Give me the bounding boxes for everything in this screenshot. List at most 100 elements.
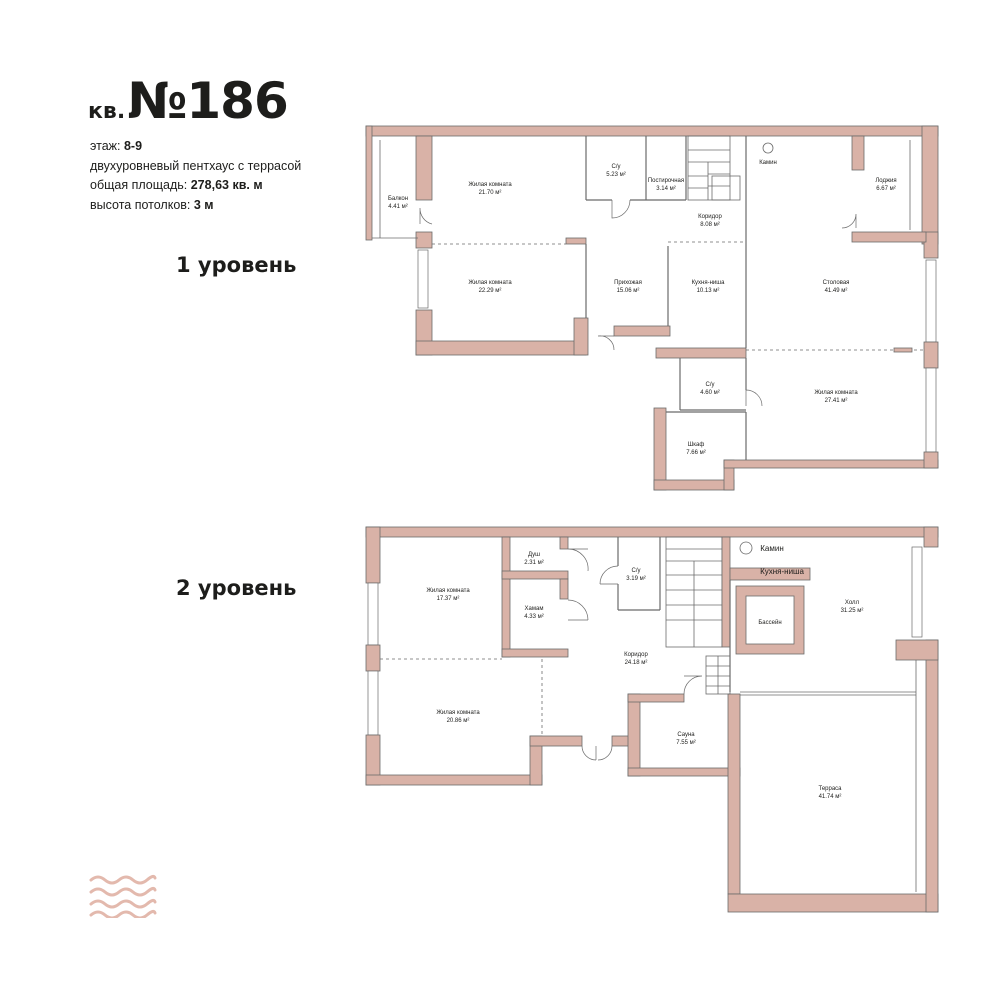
l2-living2-name: Жилая комната — [436, 710, 480, 716]
l1-right-window-1 — [925, 259, 937, 343]
l1-living1-area: 21.70 м² — [479, 190, 502, 196]
l2-sauna-top-wall — [627, 693, 685, 703]
l1-living1-name: Жилая комната — [468, 182, 512, 188]
apartment-title: кв. №186 — [88, 72, 289, 130]
l1-living2-name: Жилая комната — [468, 280, 512, 286]
l1-right-wall-corner — [923, 231, 939, 259]
wave-logo-icon — [89, 874, 157, 918]
l2-right-wall-top — [923, 526, 939, 548]
l2-left-window-2 — [367, 670, 379, 736]
l2-right-window — [911, 546, 923, 638]
l1-bottom-wall-right — [723, 459, 939, 469]
l2-living2-area: 20.86 м² — [447, 718, 470, 724]
l1-bottom-notch — [573, 317, 589, 356]
l1-living3-name: Жилая комната — [814, 390, 858, 396]
l1-closet-name: Шкаф — [688, 442, 705, 448]
l2-sauna-area: 7.55 м² — [676, 740, 695, 746]
l2-bottom-wall-left — [365, 774, 543, 786]
l2-living1-name: Жилая комната — [426, 588, 470, 594]
l2-terrace-area: 41.74 м² — [819, 794, 842, 800]
l2-hammam-name: Хамам — [525, 606, 544, 612]
l1-entrance-door — [597, 335, 615, 351]
l1-dining-name: Столовая — [823, 280, 850, 286]
l1-loggia-name: Лоджия — [875, 178, 896, 184]
l2-right-corner — [895, 639, 939, 661]
l1-bath1-area: 5.23 м² — [606, 172, 625, 178]
l2-sauna-name: Сауна — [677, 732, 695, 738]
l2-small-stairs — [705, 655, 731, 695]
floor-line: этаж: 8-9 — [90, 139, 143, 153]
l1-bath2-name: С/у — [706, 382, 715, 388]
l1-right-pier — [923, 341, 939, 369]
l1-loggia-door — [841, 213, 857, 229]
l1-dining-stub — [893, 347, 913, 353]
l1-bath1-name: С/у — [612, 164, 621, 170]
l2-hall-name: Холл — [845, 600, 860, 606]
l1-hall-area: 15.06 м² — [617, 288, 640, 294]
l2-shower-bottom-wall — [501, 570, 569, 580]
l2-hammam-door — [567, 599, 589, 621]
l2-bottom-ledge — [529, 735, 583, 747]
l1-living3-area: 27.41 м² — [825, 398, 848, 404]
l1-balcony-name: Балкон — [388, 196, 408, 202]
l2-shower-door — [567, 548, 589, 572]
l2-bath-area: 3.19 м² — [626, 576, 645, 582]
l1-left-window — [417, 249, 429, 309]
l1-laundry-area: 3.14 м² — [656, 186, 675, 192]
l1-loggia-area: 6.67 м² — [876, 186, 895, 192]
l2-sauna-door — [683, 675, 703, 695]
apartment-prefix: кв. — [88, 99, 126, 124]
l2-kitchen-name: Кухня-ниша — [760, 567, 804, 576]
l2-terrace-bottom-wall — [727, 893, 939, 913]
l1-dining-area: 41.49 м² — [825, 288, 848, 294]
l1-bath2-door — [745, 389, 763, 407]
l1-loggia-left-wall — [851, 135, 865, 171]
l1-hall-bottom-wall — [613, 325, 671, 337]
l2-door-left — [581, 745, 597, 761]
apartment-info: этаж: 8-9 двухуровневый пентхаус с терра… — [90, 137, 301, 215]
l2-shower-name: Душ — [528, 552, 540, 558]
l1-closet-bottom-wall — [653, 479, 735, 491]
l2-hammam-area: 4.33 м² — [524, 614, 543, 620]
l2-stair-right-wall — [721, 536, 731, 648]
l1-living2-area: 22.29 м² — [479, 288, 502, 294]
l2-door-jamb — [611, 735, 631, 747]
l1-bath2-area: 4.60 м² — [700, 390, 719, 396]
level2-plan: Душ 2.31 м² С/у 3.19 м² Камин Кухня-ниша… — [365, 526, 939, 913]
l1-corridor-name: Коридор — [698, 214, 722, 220]
l1-bath1-door — [611, 199, 631, 219]
l2-sauna-bottom-wall — [627, 767, 741, 777]
l2-pool-name: Бассейн — [758, 619, 781, 626]
l2-hammam-bottom-wall — [501, 648, 569, 658]
l2-hammam-right-stub — [559, 578, 569, 600]
l2-door-right — [597, 745, 613, 761]
l1-balcony-door — [419, 207, 433, 225]
l2-bath-door — [599, 565, 619, 585]
l1-balcony-area: 4.41 м² — [388, 204, 407, 210]
l2-shower-area: 2.31 м² — [524, 560, 543, 566]
l2-pool — [745, 595, 795, 645]
l1-bath2-top-wall — [655, 347, 747, 359]
l2-corridor-name: Коридор — [624, 652, 648, 658]
l1-bottom-wall-left — [415, 340, 587, 356]
l2-terrace-name: Терраса — [818, 786, 842, 792]
l2-hall-area: 31.25 м² — [841, 608, 864, 614]
l1-kitchen-name: Кухня-ниша — [692, 280, 726, 286]
l1-kitchen-area: 10.13 м² — [697, 288, 720, 294]
l2-bath-name: С/у — [632, 568, 641, 574]
l2-corridor-area: 24.18 м² — [625, 660, 648, 666]
type-line: двухуровневый пентхаус с террасой — [90, 158, 302, 173]
l2-left-window-1 — [367, 582, 379, 646]
l2-stairs — [665, 536, 723, 648]
l1-fireplace-name: Камин — [759, 160, 777, 166]
l2-terrace-right-wall — [925, 639, 939, 913]
l1-loggia-bottom-wall — [851, 231, 927, 243]
l1-balcony-left-wall — [365, 125, 373, 241]
height-line: высота потолков: 3 м — [90, 197, 214, 212]
l1-laundry-name: Постирочная — [648, 178, 684, 184]
l1-wall-stub — [565, 237, 587, 245]
level1-label: 1 уровень — [176, 253, 297, 277]
l1-fireplace-icon — [762, 142, 774, 154]
l1-top-wall — [365, 125, 939, 137]
